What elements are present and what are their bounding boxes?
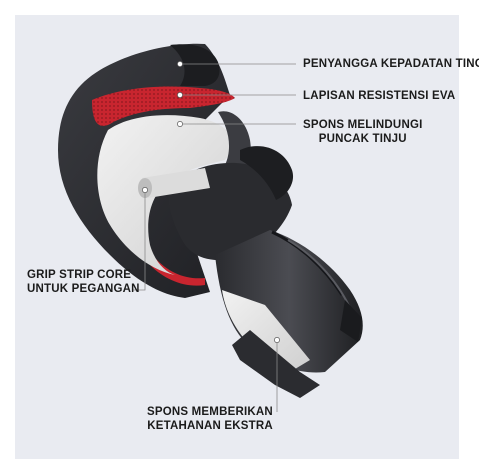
eva-mesh-layer [92, 86, 235, 126]
callout-extra-resistance-sponge: SPONS MEMBERIKAN KETAHANAN EKSTRA [147, 405, 273, 433]
cuff-foam [222, 290, 310, 372]
callout-grip-strip-core: GRIP STRIP CORE UNTUK PEGANGAN [27, 268, 140, 296]
leader-dot-3 [177, 121, 183, 127]
leader-lines [132, 63, 296, 412]
callout-grip-strip-line2: UNTUK PEGANGAN [27, 283, 140, 295]
callout-fist-protect-line1: SPONS MELINDUNGI [303, 119, 423, 131]
leader-dot-1 [177, 61, 183, 67]
callout-extra-resistance-line1: SPONS MEMBERIKAN [147, 406, 273, 418]
callout-high-density-support-text: PENYANGGA KEPADATAN TINGGI [303, 58, 479, 70]
leader-dot-4 [142, 187, 148, 193]
leader-dot-5 [274, 337, 280, 343]
callout-high-density-support: PENYANGGA KEPADATAN TINGGI [303, 57, 479, 71]
callout-fist-protect-line2: PUNCAK TINJU [318, 133, 407, 145]
callout-grip-strip-line1: GRIP STRIP CORE [27, 269, 132, 281]
inner-foam [97, 115, 238, 275]
top-cap [170, 44, 220, 86]
cuff-rib-1 [271, 230, 344, 296]
leader-dots [142, 61, 280, 343]
callout-extra-resistance-line2: KETAHANAN EKSTRA [147, 420, 273, 432]
callout-eva-resistance-layer: LAPISAN RESISTENSI EVA [303, 89, 455, 103]
callout-fist-protect-sponge: SPONS MELINDUNGI PUNCAK TINJU [303, 118, 423, 146]
grip-core [142, 168, 210, 198]
cuff-band [340, 300, 362, 342]
cuff-bottom [232, 330, 320, 398]
leader-dot-2 [177, 92, 183, 98]
eva-strip [150, 258, 205, 286]
palm-flap [240, 146, 294, 200]
callout-eva-resistance-layer-text: LAPISAN RESISTENSI EVA [303, 90, 456, 102]
leader-4 [132, 190, 146, 291]
